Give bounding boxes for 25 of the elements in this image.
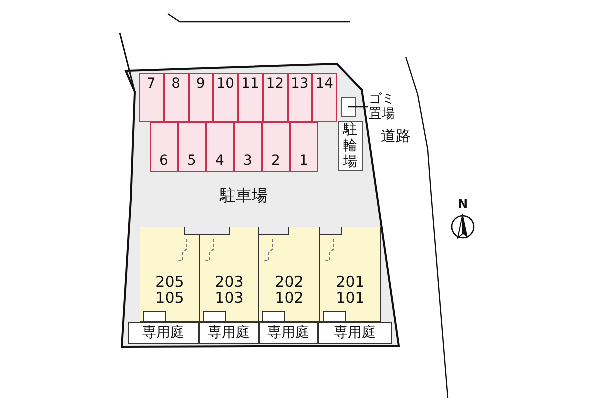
parking-space: 2 xyxy=(262,122,290,172)
parking-space: 9 xyxy=(188,73,214,122)
garbage-box xyxy=(341,97,356,117)
parking-space: 1 xyxy=(290,122,318,172)
parking-space: 4 xyxy=(206,122,234,172)
apartment-unit: 203 103 xyxy=(200,227,259,322)
parking-space: 8 xyxy=(164,73,188,122)
apartment-unit: 201 101 xyxy=(320,227,381,322)
parking-space: 14 xyxy=(312,73,337,122)
area-label: ゴミ置場 xyxy=(368,89,396,125)
parking-space: 5 xyxy=(178,122,206,172)
road-label: 道路 xyxy=(381,127,411,146)
parking-space: 11 xyxy=(238,73,263,122)
parking-space: 12 xyxy=(262,73,288,122)
apartment-unit: 202 102 xyxy=(259,227,320,322)
parking-space: 6 xyxy=(150,122,178,172)
parking-space: 10 xyxy=(213,73,238,122)
apartment-unit: 205 105 xyxy=(140,227,200,322)
parking-space: 7 xyxy=(139,73,164,122)
parking-space: 13 xyxy=(288,73,312,122)
leader-line xyxy=(348,106,368,108)
bicycle-parking-box: 駐輪場 xyxy=(338,121,363,171)
north-label: N xyxy=(458,197,468,211)
parking-space: 3 xyxy=(234,122,262,172)
parking-area-label: 駐車場 xyxy=(220,186,268,207)
